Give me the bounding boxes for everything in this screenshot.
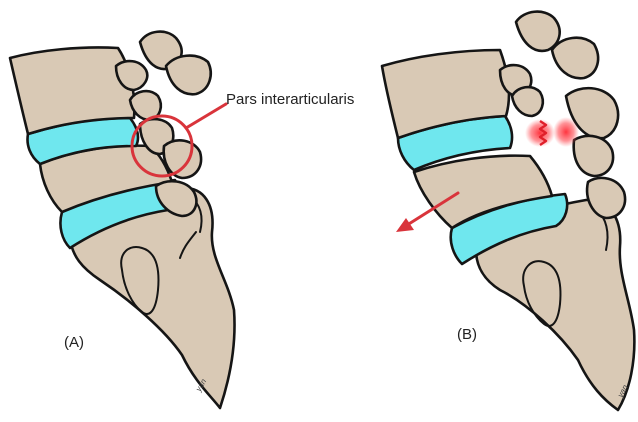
- slip-arrow-icon: [396, 218, 414, 232]
- panel-b: (B) yan: [382, 12, 634, 410]
- pars-leader-line: [186, 104, 226, 128]
- fracture-glow-left: [525, 119, 555, 147]
- panel-b-label: (B): [457, 326, 477, 343]
- pars-interarticularis-label: Pars interarticularis: [226, 91, 354, 108]
- panel-a-label: (A): [64, 334, 84, 351]
- fracture-glow-right: [553, 117, 579, 147]
- panel-a: Pars interarticularis (A) yan: [10, 32, 354, 408]
